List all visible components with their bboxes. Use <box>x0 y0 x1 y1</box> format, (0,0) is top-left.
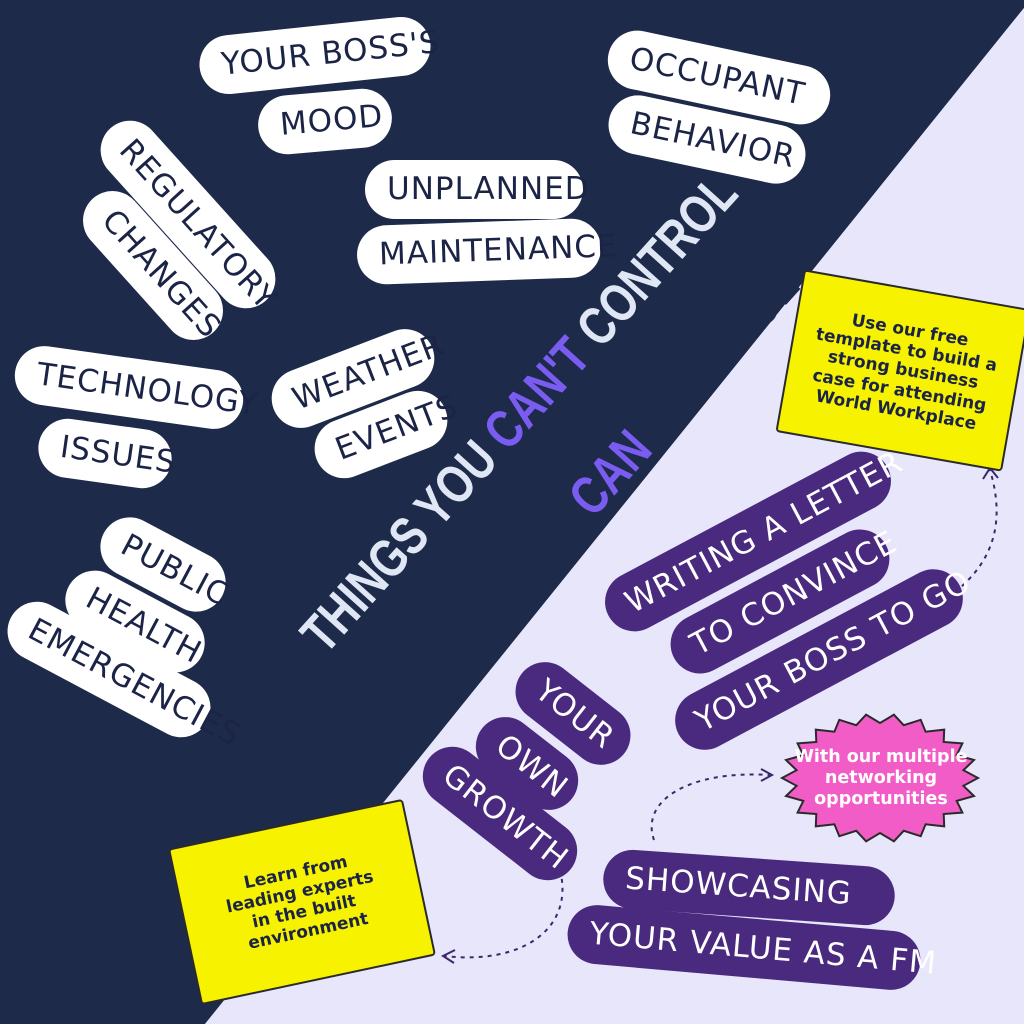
pill-unplanned-maintenance-line1: UNPLANNED <box>365 160 589 219</box>
arrow-to-template <box>954 469 998 593</box>
note-template-text: Use our free template to build a strong … <box>811 310 999 434</box>
dotted-arrow-icon <box>444 469 998 959</box>
pill-unplanned-maintenance-line2: MAINTENANCE <box>356 217 618 286</box>
networking-text: With our multiple networking opportuniti… <box>794 747 968 809</box>
starburst-badge <box>779 713 981 843</box>
arrow-to-networking <box>650 773 771 841</box>
note-experts-text: Learn from leading experts in the built … <box>224 851 376 954</box>
arrow-to-experts <box>444 869 564 959</box>
